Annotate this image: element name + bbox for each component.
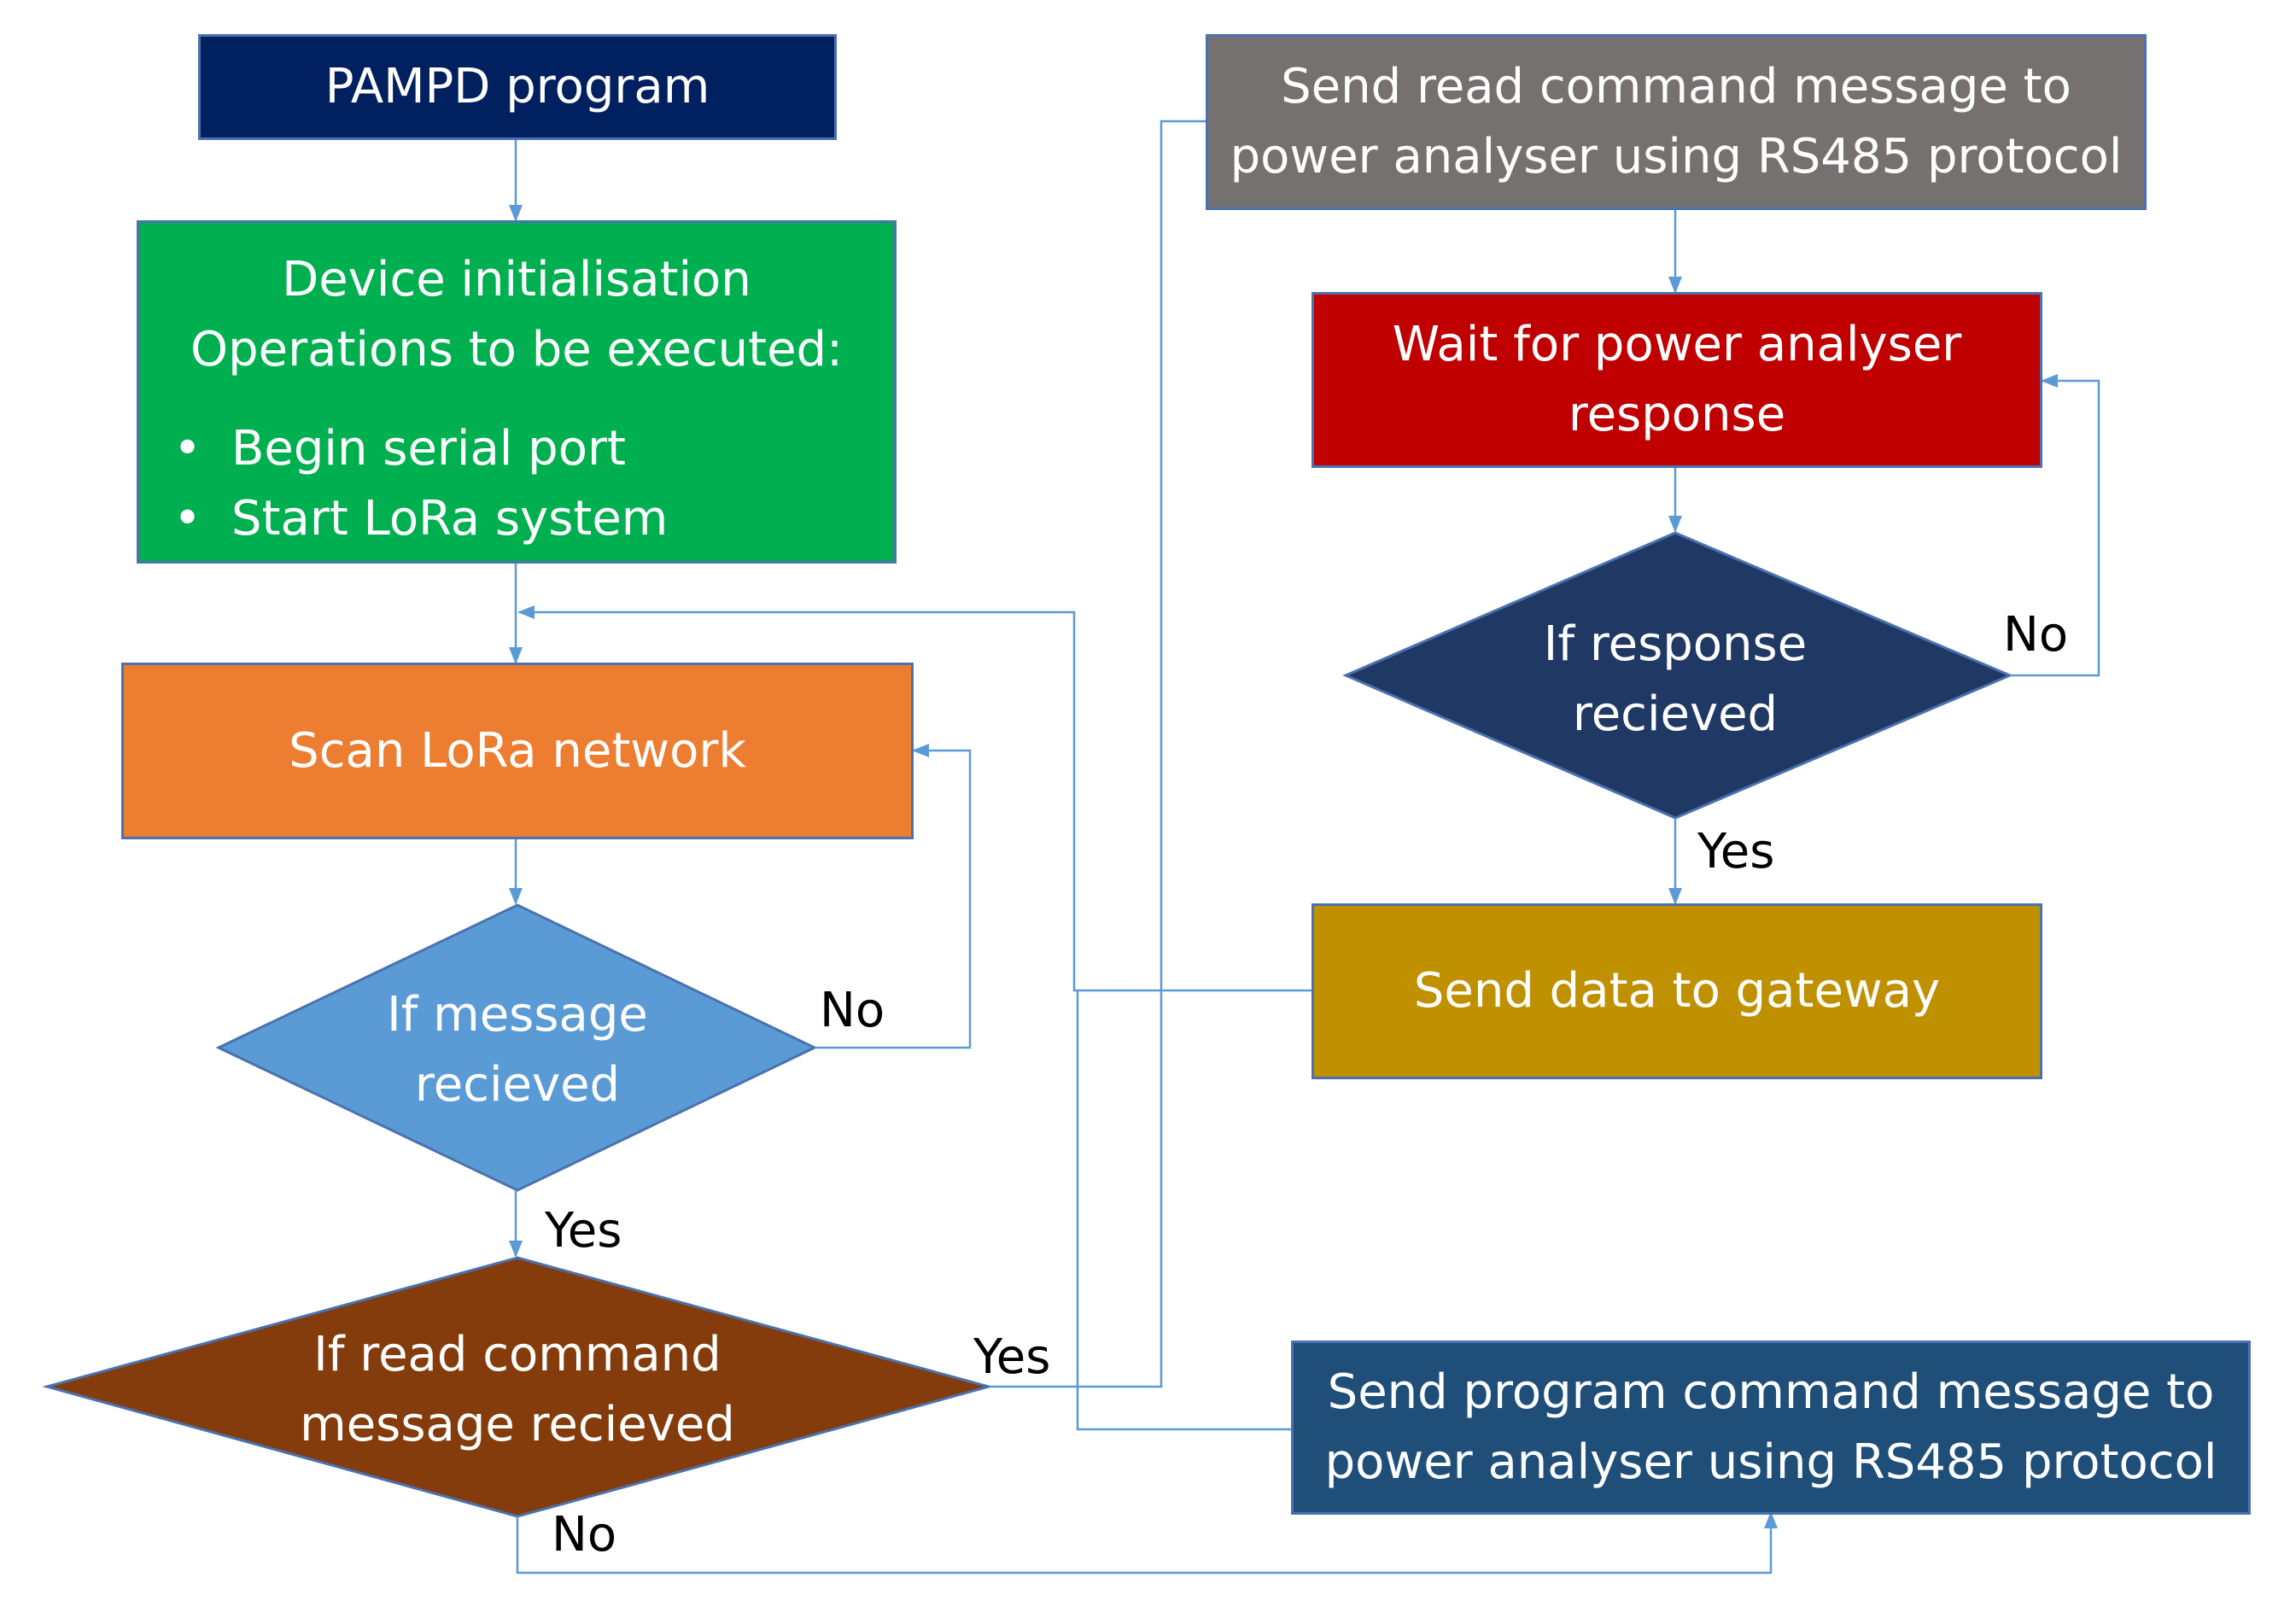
edge-send-program-to-loop [1076, 990, 1291, 1431]
scan-label: Scan LoRa network [289, 722, 746, 779]
resp-decision-line-2: recieved [1572, 686, 1779, 742]
send-data-label: Send data to gateway [1413, 963, 1941, 1019]
resp-decision-label: If response recieved [1462, 603, 1889, 757]
edge-label-msg-no: No [820, 983, 885, 1038]
start-label: PAMPD program [324, 59, 710, 114]
edge-label-resp-yes: Yes [1697, 824, 1775, 879]
msg-decision-line-1: If message [387, 987, 648, 1043]
edge-label-msg-yes: Yes [545, 1203, 622, 1259]
init-bullet-text: Start LoRa system [231, 491, 669, 546]
read-decision-line-1: If read command [313, 1327, 721, 1382]
wait-box: Wait for power analyser response [1311, 292, 2042, 468]
start-box: PAMPD program [198, 34, 837, 140]
init-subtitle: Operations to be executed: [190, 322, 843, 377]
edge-send-data-to-scan [517, 605, 1311, 992]
send-read-line-1: Send read command message to [1281, 59, 2071, 114]
edge-resp-no-to-wait [2010, 374, 2100, 677]
msg-decision-line-2: recieved [414, 1057, 621, 1113]
msg-decision-label: If message recieved [304, 973, 731, 1127]
bullet-icon: • [173, 421, 202, 476]
init-title: Device initialisation [282, 252, 751, 307]
init-box: Device initialisation Operations to be e… [137, 220, 897, 564]
scan-box: Scan LoRa network [121, 663, 914, 839]
read-decision-line-2: message recieved [300, 1397, 735, 1452]
send-program-box: Send program command message to power an… [1291, 1341, 2251, 1515]
wait-line-1: Wait for power analyser [1392, 317, 1962, 372]
init-bullet-item: • Start LoRa system [139, 484, 894, 554]
msg-decision-diamond [215, 903, 818, 1192]
send-program-line-1: Send program command message to [1327, 1364, 2215, 1420]
send-data-box: Send data to gateway [1311, 903, 2042, 1079]
read-decision-label: If read command message recieved [219, 1313, 816, 1467]
edge-label-resp-no: No [2003, 607, 2069, 663]
init-bullet-list: • Begin serial port • Start LoRa system [139, 414, 894, 554]
edge-label-read-yes: Yes [973, 1329, 1051, 1385]
init-bullet-text: Begin serial port [231, 421, 626, 476]
send-program-line-2: power analyser using RS485 protocol [1324, 1434, 2217, 1490]
edge-label-read-no: No [552, 1507, 617, 1563]
bullet-icon: • [173, 491, 202, 546]
send-read-line-2: power analyser using RS485 protocol [1230, 129, 2123, 184]
wait-line-2: response [1568, 387, 1786, 442]
resp-decision-line-1: If response [1543, 616, 1808, 672]
edge-read-yes-to-send-read [989, 120, 1206, 1388]
edge-msg-no-to-scan [815, 744, 972, 1049]
send-read-box: Send read command message to power analy… [1206, 34, 2147, 210]
init-bullet-item: • Begin serial port [139, 414, 894, 484]
edge-read-no-to-send-program [516, 1511, 1778, 1574]
